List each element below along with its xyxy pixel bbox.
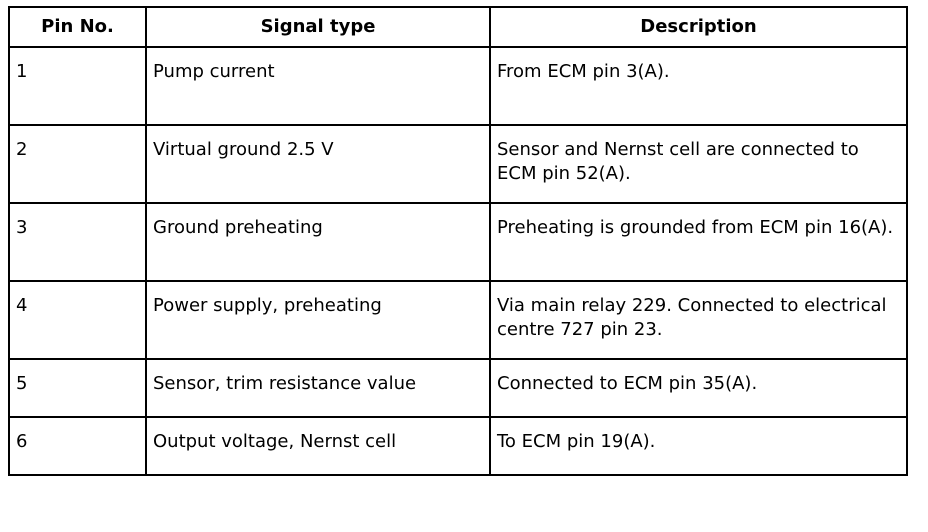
pin-table: Pin No. Signal type Description 1 Pump c… xyxy=(8,6,908,476)
description-cell: Connected to ECM pin 35(A). xyxy=(489,358,908,418)
pin-cell: 2 xyxy=(8,124,147,204)
signal-cell: Output voltage, Nernst cell xyxy=(145,416,491,476)
table-row: 4 Power supply, preheating Via main rela… xyxy=(8,280,908,360)
table-row: 2 Virtual ground 2.5 V Sensor and Nernst… xyxy=(8,124,908,204)
header-signal-type: Signal type xyxy=(145,6,491,48)
header-pin-no: Pin No. xyxy=(8,6,147,48)
table-row: 5 Sensor, trim resistance value Connecte… xyxy=(8,358,908,418)
signal-cell: Pump current xyxy=(145,46,491,126)
table-row: 3 Ground preheating Preheating is ground… xyxy=(8,202,908,282)
signal-cell: Power supply, preheating xyxy=(145,280,491,360)
description-cell: Via main relay 229. Connected to electri… xyxy=(489,280,908,360)
description-cell: From ECM pin 3(A). xyxy=(489,46,908,126)
description-cell: Preheating is grounded from ECM pin 16(A… xyxy=(489,202,908,282)
table-header: Pin No. Signal type Description xyxy=(8,6,908,48)
table-row: 6 Output voltage, Nernst cell To ECM pin… xyxy=(8,416,908,476)
pin-cell: 6 xyxy=(8,416,147,476)
pin-cell: 5 xyxy=(8,358,147,418)
header-row: Pin No. Signal type Description xyxy=(8,6,908,48)
header-description: Description xyxy=(489,6,908,48)
description-cell: Sensor and Nernst cell are connected to … xyxy=(489,124,908,204)
signal-cell: Ground preheating xyxy=(145,202,491,282)
signal-cell: Virtual ground 2.5 V xyxy=(145,124,491,204)
pin-cell: 4 xyxy=(8,280,147,360)
description-cell: To ECM pin 19(A). xyxy=(489,416,908,476)
signal-cell: Sensor, trim resistance value xyxy=(145,358,491,418)
table-row: 1 Pump current From ECM pin 3(A). xyxy=(8,46,908,126)
pin-cell: 3 xyxy=(8,202,147,282)
table-body: 1 Pump current From ECM pin 3(A). 2 Virt… xyxy=(8,46,908,476)
pin-cell: 1 xyxy=(8,46,147,126)
